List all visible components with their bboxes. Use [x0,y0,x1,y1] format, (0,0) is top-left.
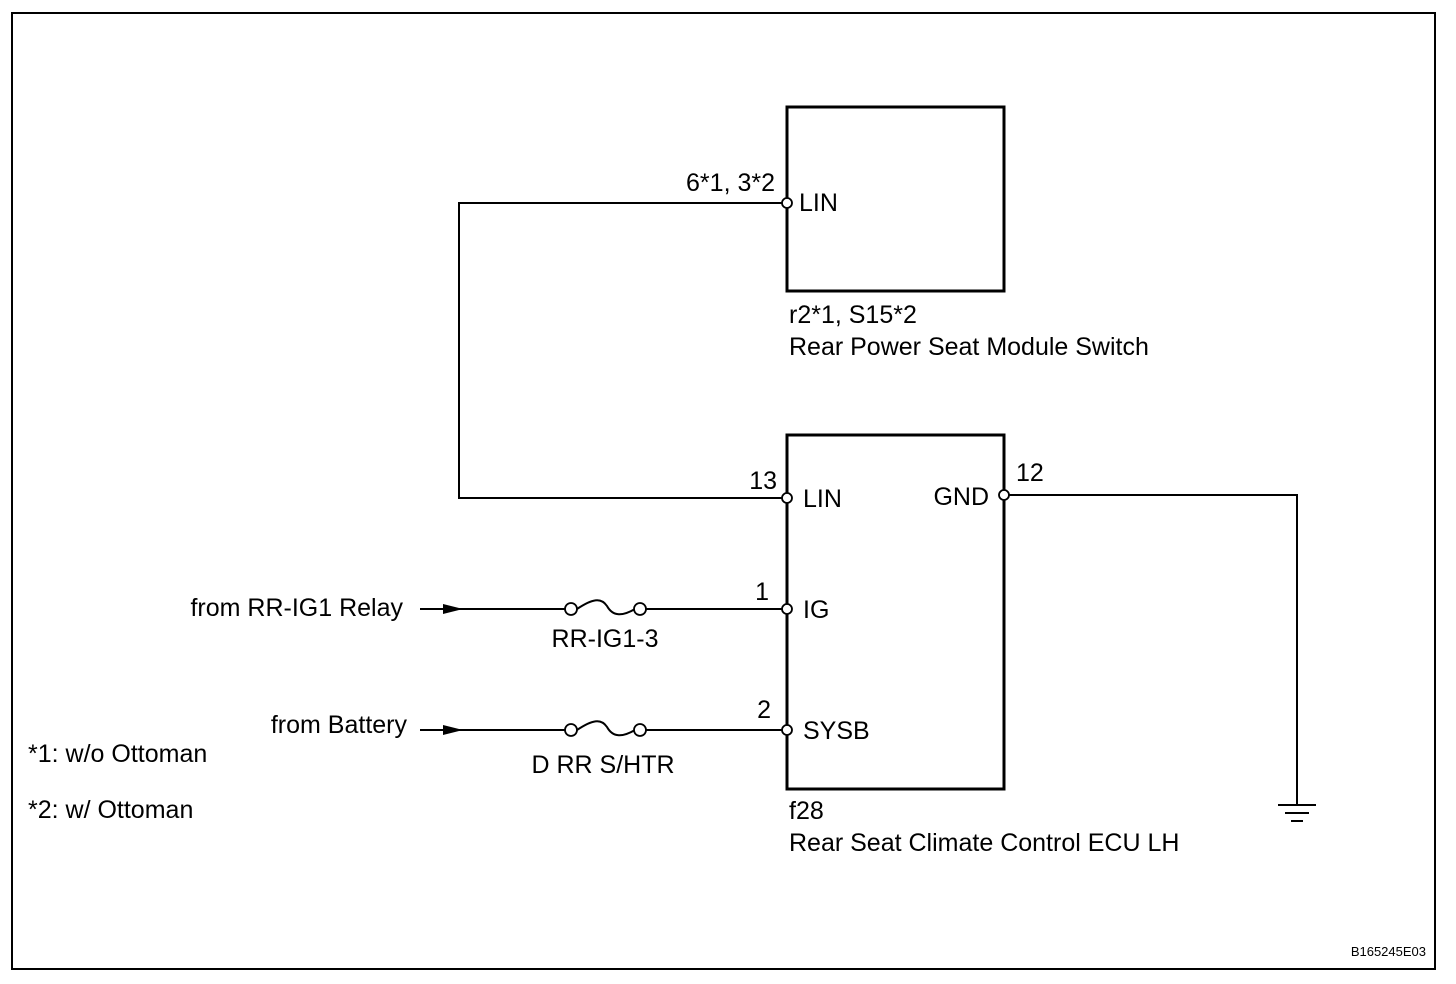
ecu-ig-pin: 1 [755,578,769,606]
battery-arrow-icon [443,725,463,735]
ecu-name-label: Rear Seat Climate Control ECU LH [789,829,1179,857]
ground-icon [1278,804,1316,822]
ecu-gnd-pin: 12 [1016,459,1044,487]
ecu-connector-label: f28 [789,797,824,825]
relay-source-label: from RR-IG1 Relay [190,594,403,622]
ecu-lin-terminal [781,492,793,504]
ecu-sysb-pin: 2 [757,696,771,724]
gnd-wire [1009,494,1298,805]
relay-arrow-icon [443,604,463,614]
ecu-ig-label: IG [803,596,829,624]
fuse-d-rr-shtr-right-terminal [633,723,647,737]
diagram-frame [11,12,1436,970]
fuse-d-rr-shtr-icon [576,720,636,737]
fuse-rr-ig1-3-label: RR-IG1-3 [552,625,659,653]
figure-code: B165245E03 [1351,944,1426,959]
note-with-ottoman: *2: w/ Ottoman [28,796,193,824]
fuse-rr-ig1-3-right-terminal [633,602,647,616]
ecu-gnd-terminal [998,489,1010,501]
ecu-gnd-label: GND [933,483,989,511]
switch-name-label: Rear Power Seat Module Switch [789,333,1149,361]
switch-lin-label: LIN [799,189,838,217]
battery-source-label: from Battery [271,711,408,739]
lin-bus-wire [458,202,783,499]
ecu-lin-pin: 13 [749,467,777,495]
switch-lin-pin: 6*1, 3*2 [686,169,775,197]
fuse-rr-ig1-3-icon [576,599,636,616]
ecu-ig-terminal [781,603,793,615]
fuse-d-rr-shtr-label: D RR S/HTR [531,751,674,779]
fuse-d-rr-shtr-left-terminal [564,723,578,737]
ecu-sysb-terminal [781,724,793,736]
note-without-ottoman: *1: w/o Ottoman [28,740,207,768]
ecu-sysb-label: SYSB [803,717,870,745]
switch-lin-terminal [781,197,793,209]
ecu-lin-label: LIN [803,485,842,513]
fuse-rr-ig1-3-left-terminal [564,602,578,616]
switch-connector-label: r2*1, S15*2 [789,301,917,329]
